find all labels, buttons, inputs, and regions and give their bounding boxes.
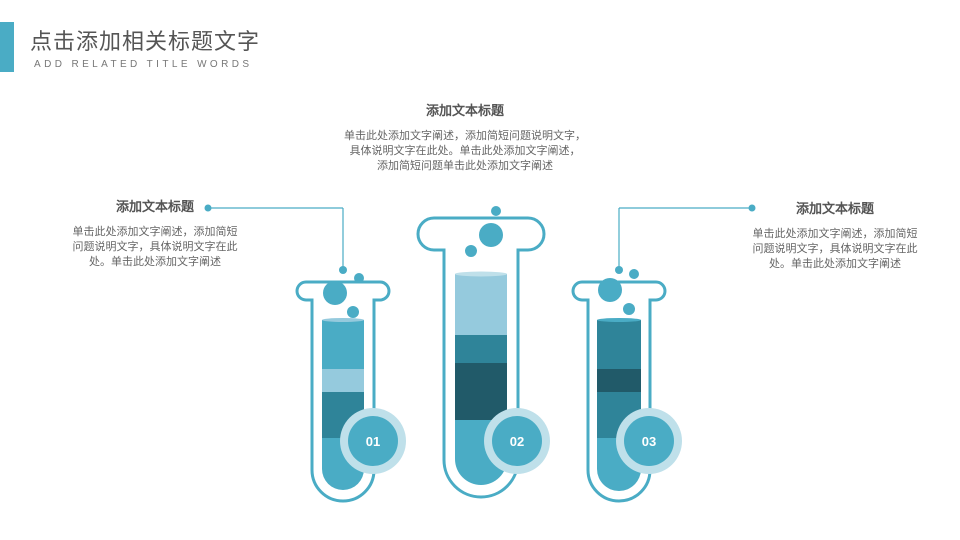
tube-2-number: 02 [510, 434, 524, 449]
tube-1-number: 01 [366, 434, 380, 449]
left-heading: 添加文本标题 [60, 196, 250, 215]
center-heading: 添加文本标题 [330, 100, 600, 119]
center-body: 单击此处添加文字阐述，添加简短问题说明文字， 具体说明文字在此处。单击此处添加文… [330, 129, 600, 174]
right-body: 单击此处添加文字阐述，添加简短 问题说明文字，具体说明文字在此 处。单击此处添加… [740, 227, 930, 272]
test-tube-1 [297, 273, 406, 501]
right-connector [615, 205, 756, 275]
left-body: 单击此处添加文字阐述，添加简短 问题说明文字，具体说明文字在此 处。单击此处添加… [60, 225, 250, 270]
test-tube-2 [418, 206, 550, 497]
tube-3-number: 03 [642, 434, 656, 449]
left-text-block: 添加文本标题 单击此处添加文字阐述，添加简短 问题说明文字，具体说明文字在此 处… [60, 196, 250, 270]
test-tube-3 [573, 269, 682, 501]
right-heading: 添加文本标题 [740, 198, 930, 217]
right-text-block: 添加文本标题 单击此处添加文字阐述，添加简短 问题说明文字，具体说明文字在此 处… [740, 198, 930, 272]
center-text-block: 添加文本标题 单击此处添加文字阐述，添加简短问题说明文字， 具体说明文字在此处。… [330, 100, 600, 174]
